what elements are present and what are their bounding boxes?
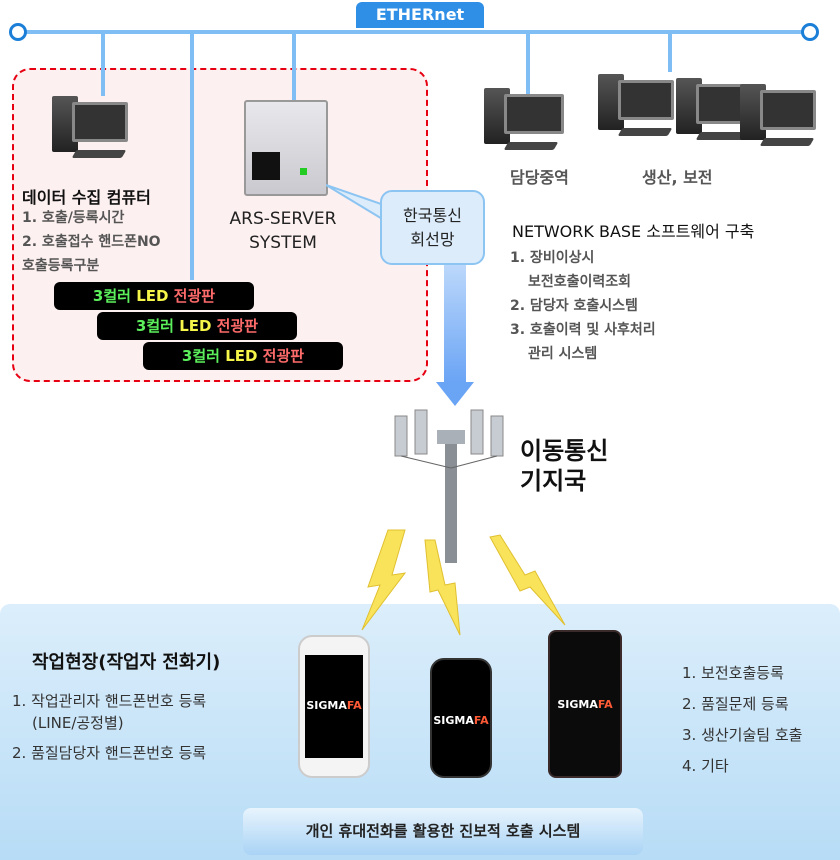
- smartphone-black-large: SIGMAFA: [548, 630, 622, 778]
- sigma-fa-logo: SIGMAFA: [557, 698, 613, 711]
- led-board: 3컬러 LED 전광판: [143, 342, 343, 370]
- network-base-title: NETWORK BASE 소프트웨어 구축: [512, 222, 755, 241]
- connector-line: [292, 32, 296, 102]
- connector-line: [101, 32, 105, 96]
- led-board: 3컬러 LED 전광판: [54, 282, 254, 310]
- function-list: 1. 보전호출등록 2. 품질문제 등록 3. 생산기술팀 호출 4. 기타: [682, 658, 802, 782]
- list-item: 4. 기타: [682, 757, 729, 775]
- list-item: 호출등록구분: [22, 258, 100, 274]
- worksite-title: 작업현장(작업자 전화기): [32, 652, 221, 673]
- arrow-head: [436, 382, 474, 406]
- list-item: 1. 장비이상시: [510, 250, 595, 266]
- smartphone-black: SIGMAFA: [430, 658, 492, 778]
- computer-icon: [52, 88, 132, 168]
- worksite-list: 1. 작업관리자 핸드폰번호 등록 (LINE/공정별) 2. 품질담당자 핸드…: [12, 690, 206, 764]
- list-item: 2. 호출접수 핸드폰NO: [22, 234, 161, 250]
- ethernet-node-right: [801, 23, 819, 41]
- list-item: 3. 생산기술팀 호출: [682, 726, 803, 744]
- production-label: 생산, 보전: [642, 168, 713, 187]
- smartphone-white: SIGMAFA: [298, 635, 370, 778]
- list-item: (LINE/공정별): [32, 714, 124, 732]
- list-item: 1. 호출/등록시간: [22, 210, 125, 226]
- footer-label: 개인 휴대전화를 활용한 진보적 호출 시스템: [243, 808, 643, 855]
- list-item: 2. 담당자 호출시스템: [510, 298, 638, 314]
- computer-icon: [484, 80, 564, 160]
- computer-icon: [598, 66, 678, 146]
- connector-line: [190, 32, 194, 280]
- computer-icon: [676, 70, 756, 150]
- connector-line: [668, 32, 672, 72]
- sigma-fa-logo: SIGMAFA: [433, 714, 489, 727]
- cell-tower-icon: [394, 409, 504, 563]
- list-item: 보전호출이력조회: [528, 274, 632, 290]
- data-pc-title: 데이터 수집 컴퓨터: [22, 188, 151, 207]
- list-item: 2. 품질문제 등록: [682, 695, 789, 713]
- list-item: 1. 보전호출등록: [682, 664, 784, 682]
- led-board: 3컬러 LED 전광판: [97, 312, 297, 340]
- list-item: 2. 품질담당자 핸드폰번호 등록: [12, 744, 207, 762]
- sigma-fa-logo: SIGMAFA: [305, 655, 363, 758]
- down-arrow-icon: [444, 265, 466, 383]
- ars-server-icon: [244, 100, 328, 196]
- computer-icon: [740, 76, 820, 156]
- ethernet-label: ETHERnet: [356, 2, 484, 28]
- signal-bolt-icons: [361, 529, 566, 636]
- network-base-list: 1. 장비이상시 보전호출이력조회 2. 담당자 호출시스템 3. 호출이력 및…: [510, 246, 656, 366]
- list-item: 1. 작업관리자 핸드폰번호 등록: [12, 692, 207, 710]
- list-item: 관리 시스템: [528, 346, 598, 362]
- executive-label: 담당중역: [510, 168, 569, 187]
- list-item: 3. 호출이력 및 사후처리: [510, 322, 656, 338]
- ethernet-node-left: [9, 23, 27, 41]
- data-pc-list: 1. 호출/등록시간 2. 호출접수 핸드폰NO 호출등록구분: [22, 206, 161, 278]
- connector-line: [526, 32, 530, 98]
- ethernet-line: [18, 30, 810, 34]
